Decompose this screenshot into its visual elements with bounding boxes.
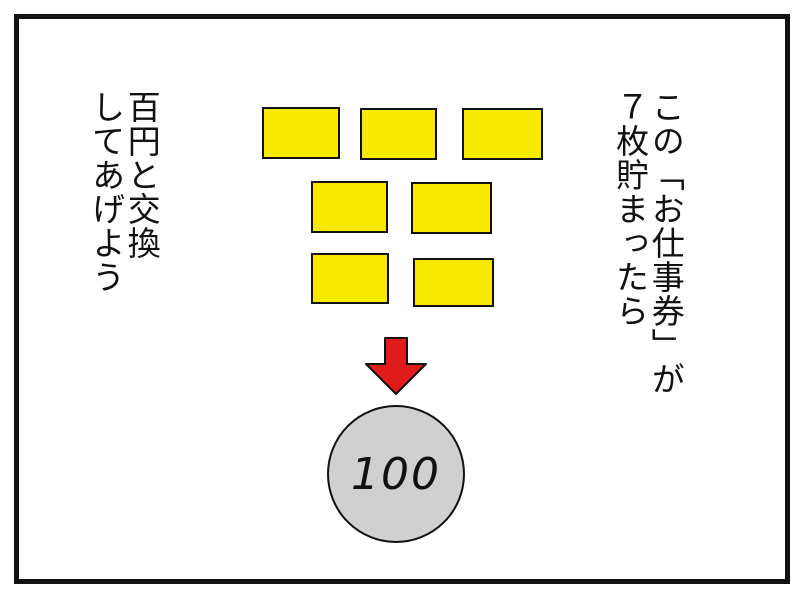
job-ticket [262,107,340,159]
coin-value: 100 [351,448,441,500]
caption-left: 百円と交換 してあげよう [86,90,162,294]
job-ticket [311,253,389,304]
caption-right: この「お仕事券」が ７枚貯まったら [610,90,686,396]
job-ticket [360,108,437,160]
job-ticket [411,182,492,234]
job-ticket [413,258,494,307]
down-arrow-icon [365,337,427,395]
job-ticket [311,181,388,233]
job-ticket [462,108,543,160]
hundred-yen-coin: 100 [327,405,465,543]
